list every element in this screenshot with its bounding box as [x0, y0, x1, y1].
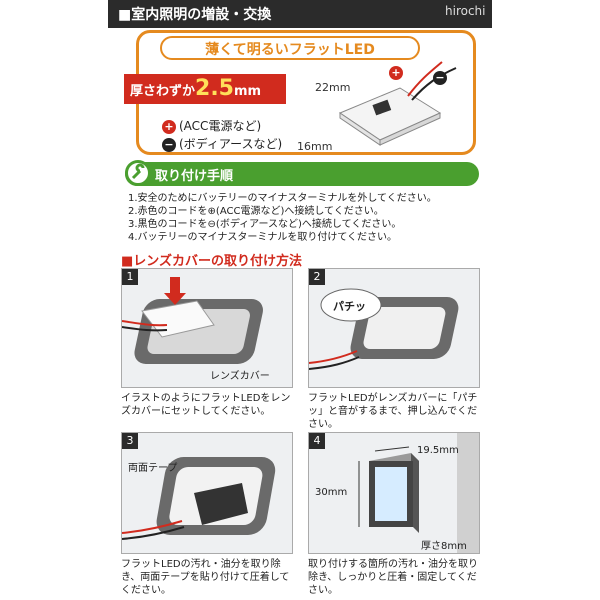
dim-width-label: 19.5mm: [417, 445, 459, 456]
panel-4-caption: 取り付けする箇所の汚れ・油分を取り除き、しっかりと圧着・固定してください。: [308, 559, 478, 596]
install-steps-title: 取り付け手順: [155, 169, 234, 184]
panel-4: 4 19.5mm 30mm 厚さ8mm: [308, 432, 480, 554]
thickness-unit: mm: [234, 84, 262, 99]
minus-marker-icon: −: [433, 67, 450, 86]
watermark: hirochi: [445, 4, 486, 18]
panel-3-caption: フラットLEDの汚れ・油分を取り除き、両面テープを貼り付けて圧着してください。: [121, 559, 290, 596]
panel-2-caption: フラットLEDがレンズカバーに「パチッ」と音がするまで、押し込んでください。: [308, 393, 478, 430]
install-step: 4.バッテリーのマイナスターミナルを取り付けてください。: [128, 232, 398, 243]
plus-icon: +: [162, 119, 176, 134]
plus-legend: +(ACC電源など): [162, 117, 261, 134]
lens-cover-label: レンズカバー: [210, 371, 270, 382]
panel-1-caption: イラストのようにフラットLEDをレンズカバーにセットしてください。: [121, 393, 291, 417]
install-steps-list: 1.安全のためにバッテリーのマイナスターミナルを外してください。 2.赤色のコー…: [128, 192, 488, 244]
thickness-value: 2.5: [195, 76, 234, 101]
thickness-badge: 厚さわずか2.5mm: [124, 74, 286, 104]
wrench-icon: [125, 160, 151, 186]
header-bar: ■室内照明の増設・交換 hirochi: [108, 0, 492, 28]
double-sided-tape-label: 両面テープ: [128, 463, 178, 474]
panel-number: 3: [122, 433, 138, 449]
install-step: 2.赤色のコードを⊕(ACC電源など)へ接続してください。: [128, 206, 384, 217]
click-sound-label: パチッ: [333, 300, 366, 313]
minus-legend: −(ボディアースなど): [162, 135, 282, 152]
panel-1: 1 レンズカバー: [121, 268, 293, 388]
minus-legend-label: (ボディアースなど): [179, 137, 283, 151]
install-step: 3.黒色のコードを⊖(ボディアースなど)へ接続してください。: [128, 219, 402, 230]
panel-3-illustration: [122, 457, 276, 540]
install-step: 1.安全のためにバッテリーのマイナスターミナルを外してください。: [128, 193, 437, 204]
panel-2: 2 パチッ: [308, 268, 480, 388]
dim-depth-label: 厚さ8mm: [421, 541, 467, 552]
lens-cover-section-title: ■レンズカバーの取り付け方法: [121, 254, 303, 269]
panel-1-illustration: [122, 277, 263, 364]
dim-height-label: 30mm: [315, 487, 348, 498]
install-steps-bar: 取り付け手順: [125, 160, 479, 186]
minus-icon: −: [162, 137, 176, 152]
panel-2-illustration: [309, 288, 459, 370]
dim-width: 16mm: [297, 140, 333, 153]
thickness-label: 厚さわずか: [130, 84, 196, 99]
headline-pill: 薄くて明るいフラットLED: [160, 36, 420, 60]
plus-legend-label: (ACC電源など): [179, 119, 262, 133]
panel-3: 3 両面テープ: [121, 432, 293, 554]
panel-number: 4: [309, 433, 325, 449]
page-title: ■室内照明の増設・交換: [118, 7, 272, 23]
panel-number: 2: [309, 269, 325, 285]
plus-marker-icon: +: [389, 62, 406, 81]
led-module-illustration: [338, 61, 457, 146]
panel-number: 1: [122, 269, 138, 285]
panel-4-illustration: [358, 433, 479, 553]
dim-length: 22mm: [315, 81, 351, 94]
